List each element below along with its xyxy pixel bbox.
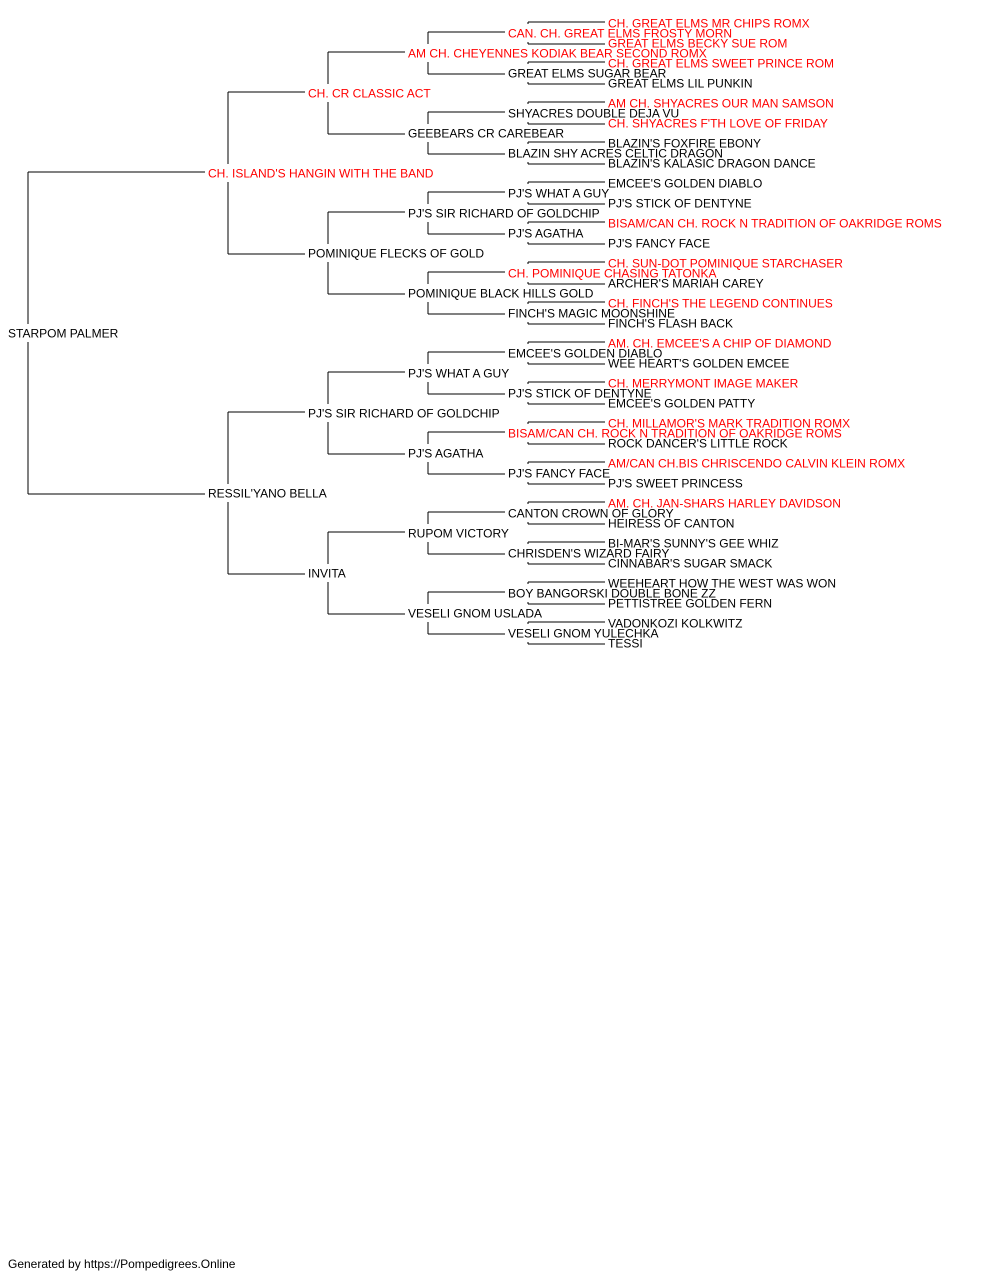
dog-name-emcee-s-golden-diablo: EMCEE'S GOLDEN DIABLO xyxy=(508,347,662,361)
dog-name-pj-s-sir-richard-of-goldchip: PJ'S SIR RICHARD OF GOLDCHIP xyxy=(408,207,600,221)
dog-name-canton-crown-of-glory: CANTON CROWN OF GLORY xyxy=(508,507,674,521)
dog-name-pj-s-fancy-face: PJ'S FANCY FACE xyxy=(608,237,710,251)
dog-name-cinnabar-s-sugar-smack: CINNABAR'S SUGAR SMACK xyxy=(608,557,772,571)
dog-name-shyacres-double-deja-vu: SHYACRES DOUBLE DEJA VU xyxy=(508,107,679,121)
generated-by-footer: Generated by https://Pompedigrees.Online xyxy=(8,1257,236,1271)
dog-name-pj-s-sir-richard-of-goldchip: PJ'S SIR RICHARD OF GOLDCHIP xyxy=(308,407,500,421)
dog-name-bi-mar-s-sunny-s-gee-whiz: BI-MAR'S SUNNY'S GEE WHIZ xyxy=(608,537,779,551)
dog-name-pj-s-sweet-princess: PJ'S SWEET PRINCESS xyxy=(608,477,743,491)
dog-name-great-elms-sugar-bear: GREAT ELMS SUGAR BEAR xyxy=(508,67,667,81)
dog-name-bisam-can-ch-rock-n-tradition-of-oakridge-roms: BISAM/CAN CH. ROCK N TRADITION OF OAKRID… xyxy=(608,217,942,231)
dog-name-wee-heart-s-golden-emcee: WEE HEART'S GOLDEN EMCEE xyxy=(608,357,789,371)
dog-name-pj-s-stick-of-dentyne: PJ'S STICK OF DENTYNE xyxy=(608,197,752,211)
dog-name-veseli-gnom-uslada: VESELI GNOM USLADA xyxy=(408,607,542,621)
dog-name-pj-s-agatha: PJ'S AGATHA xyxy=(508,227,583,241)
dog-name-rupom-victory: RUPOM VICTORY xyxy=(408,527,509,541)
dog-name-bisam-can-ch-rock-n-tradition-of-oakridge-roms: BISAM/CAN CH. ROCK N TRADITION OF OAKRID… xyxy=(508,427,842,441)
dog-name-ressil-yano-bella: RESSIL'YANO BELLA xyxy=(208,487,327,501)
dog-name-weeheart-how-the-west-was-won: WEEHEART HOW THE WEST WAS WON xyxy=(608,577,836,591)
dog-name-ch-finch-s-the-legend-continues: CH. FINCH'S THE LEGEND CONTINUES xyxy=(608,297,833,311)
dog-name-finch-s-magic-moonshine: FINCH'S MAGIC MOONSHINE xyxy=(508,307,675,321)
dog-name-ch-cr-classic-act: CH. CR CLASSIC ACT xyxy=(308,87,431,101)
dog-name-vadonkozi-kolkwitz: VADONKOZI KOLKWITZ xyxy=(608,617,742,631)
dog-name-am-ch-cheyennes-kodiak-bear-second-romx: AM CH. CHEYENNES KODIAK BEAR SECOND ROMX xyxy=(408,47,707,61)
dog-name-ch-shyacres-f-th-love-of-friday: CH. SHYACRES F'TH LOVE OF FRIDAY xyxy=(608,117,828,131)
dog-name-am-can-ch-bis-chriscendo-calvin-klein-romx: AM/CAN CH.BIS CHRISCENDO CALVIN KLEIN RO… xyxy=(608,457,905,471)
dog-name-veseli-gnom-yulechka: VESELI GNOM YULECHKA xyxy=(508,627,659,641)
dog-name-ch-island-s-hangin-with-the-band: CH. ISLAND'S HANGIN WITH THE BAND xyxy=(208,167,434,181)
dog-name-geebears-cr-carebear: GEEBEARS CR CAREBEAR xyxy=(408,127,564,141)
dog-name-ch-pominique-chasing-tatonka: CH. POMINIQUE CHASING TATONKA xyxy=(508,267,716,281)
dog-name-am-ch-shyacres-our-man-samson: AM CH. SHYACRES OUR MAN SAMSON xyxy=(608,97,834,111)
dog-name-tessi: TESSI xyxy=(608,637,643,651)
dog-name-ch-great-elms-mr-chips-romx: CH. GREAT ELMS MR CHIPS ROMX xyxy=(608,17,810,31)
dog-name-invita: INVITA xyxy=(308,567,346,581)
dog-name-ch-great-elms-sweet-prince-rom: CH. GREAT ELMS SWEET PRINCE ROM xyxy=(608,57,834,71)
dog-name-ch-sun-dot-pominique-starchaser: CH. SUN-DOT POMINIQUE STARCHASER xyxy=(608,257,843,271)
dog-name-pj-s-what-a-guy: PJ'S WHAT A GUY xyxy=(408,367,509,381)
dog-name-finch-s-flash-back: FINCH'S FLASH BACK xyxy=(608,317,733,331)
dog-name-pj-s-what-a-guy: PJ'S WHAT A GUY xyxy=(508,187,609,201)
pedigree-tree: STARPOM PALMER CH. ISLAND'S HANGIN WITH T… xyxy=(8,17,942,651)
dog-name-pj-s-agatha: PJ'S AGATHA xyxy=(408,447,483,461)
dog-name-boy-bangorski-double-bone-zz: BOY BANGORSKI DOUBLE BONE ZZ xyxy=(508,587,716,601)
dog-name-great-elms-lil-punkin: GREAT ELMS LIL PUNKIN xyxy=(608,77,753,91)
dog-name-starpom-palmer: STARPOM PALMER xyxy=(8,327,119,341)
dog-name-can-ch-great-elms-frosty-morn: CAN. CH. GREAT ELMS FROSTY MORN xyxy=(508,27,732,41)
dog-name-blazin-shy-acres-celtic-dragon: BLAZIN SHY ACRES CELTIC DRAGON xyxy=(508,147,723,161)
dog-name-ch-millamor-s-mark-tradition-romx: CH. MILLAMOR'S MARK TRADITION ROMX xyxy=(608,417,850,431)
dog-name-ch-merrymont-image-maker: CH. MERRYMONT IMAGE MAKER xyxy=(608,377,799,391)
dog-name-chrisden-s-wizard-fairy: CHRISDEN'S WIZARD FAIRY xyxy=(508,547,669,561)
dog-name-archer-s-mariah-carey: ARCHER'S MARIAH CAREY xyxy=(608,277,764,291)
dog-name-blazin-s-foxfire-ebony: BLAZIN'S FOXFIRE EBONY xyxy=(608,137,761,151)
dog-name-blazin-s-kalasic-dragon-dance: BLAZIN'S KALASIC DRAGON DANCE xyxy=(608,157,816,171)
dog-name-pominique-black-hills-gold: POMINIQUE BLACK HILLS GOLD xyxy=(408,287,594,301)
dog-name-am-ch-jan-shars-harley-davidson: AM. CH. JAN-SHARS HARLEY DAVIDSON xyxy=(608,497,841,511)
dog-name-great-elms-becky-sue-rom: GREAT ELMS BECKY SUE ROM xyxy=(608,37,787,51)
dog-name-am-ch-emcee-s-a-chip-of-diamond: AM. CH. EMCEE'S A CHIP OF DIAMOND xyxy=(608,337,832,351)
dog-name-rock-dancer-s-little-rock: ROCK DANCER'S LITTLE ROCK xyxy=(608,437,788,451)
dog-name-pj-s-fancy-face: PJ'S FANCY FACE xyxy=(508,467,610,481)
dog-name-emcee-s-golden-diablo: EMCEE'S GOLDEN DIABLO xyxy=(608,177,762,191)
dog-name-heiress-of-canton: HEIRESS OF CANTON xyxy=(608,517,734,531)
dog-name-emcee-s-golden-patty: EMCEE'S GOLDEN PATTY xyxy=(608,397,755,411)
dog-name-pj-s-stick-of-dentyne: PJ'S STICK OF DENTYNE xyxy=(508,387,652,401)
dog-name-pettistree-golden-fern: PETTISTREE GOLDEN FERN xyxy=(608,597,772,611)
dog-name-pominique-flecks-of-gold: POMINIQUE FLECKS OF GOLD xyxy=(308,247,484,261)
